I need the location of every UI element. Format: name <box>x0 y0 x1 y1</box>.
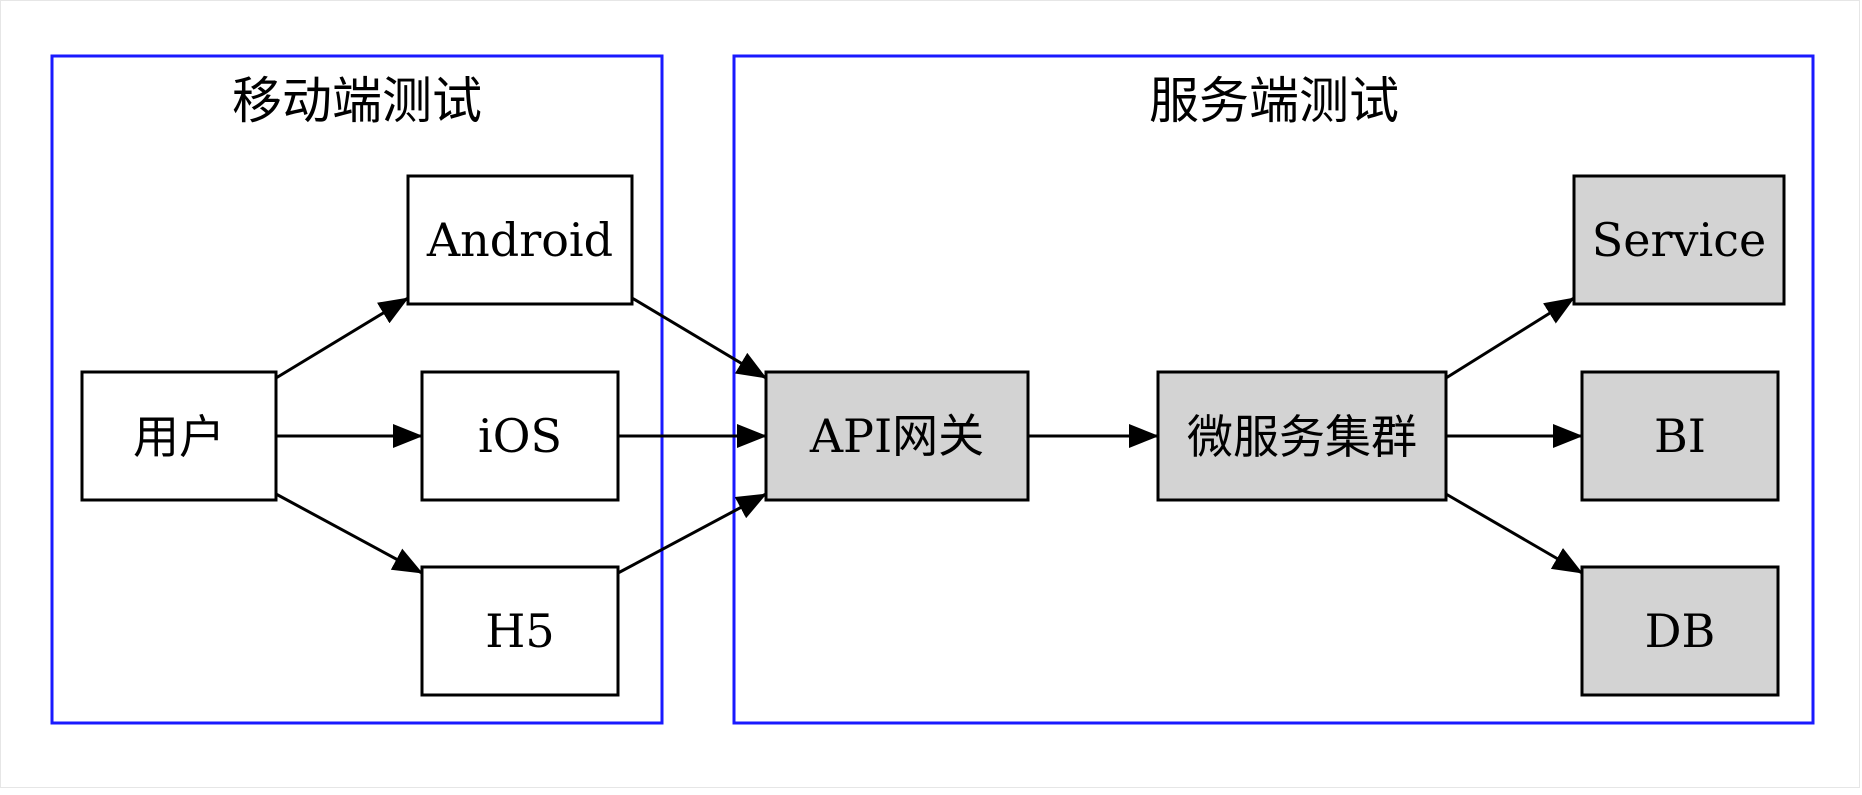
node-android: Android <box>406 174 634 306</box>
node-db-box <box>1580 565 1780 697</box>
edge-user-to-android <box>275 296 409 380</box>
node-microservices-box <box>1156 370 1448 502</box>
cluster-server-border <box>732 54 1815 725</box>
node-h5-box <box>420 565 620 697</box>
cluster-mobile-testing: 移动端测试 <box>50 54 664 725</box>
node-service: Service <box>1572 174 1786 306</box>
node-microservices-label: 微服务集群 <box>1187 410 1417 464</box>
edges <box>275 296 1583 575</box>
node-bi: BI <box>1580 370 1780 502</box>
node-user-box <box>80 370 278 502</box>
node-api-gateway: API网关 <box>764 370 1030 502</box>
edge-android-to-gateway <box>631 296 767 380</box>
node-ios: iOS <box>420 370 620 502</box>
node-service-label: Service <box>1592 213 1766 267</box>
node-bi-box <box>1580 370 1780 502</box>
node-service-box <box>1572 174 1786 306</box>
node-ios-box <box>420 370 620 502</box>
node-microservices: 微服务集群 <box>1156 370 1448 502</box>
node-api-gateway-label: API网关 <box>809 409 984 463</box>
edge-h5-to-gateway <box>617 492 767 575</box>
edge-microservices-to-service <box>1445 296 1575 380</box>
node-user: 用户 <box>80 370 278 502</box>
node-db: DB <box>1580 565 1780 697</box>
node-api-gateway-box <box>764 370 1030 502</box>
node-android-label: Android <box>426 213 613 267</box>
node-user-label: 用户 <box>133 410 225 464</box>
node-ios-label: iOS <box>478 409 562 463</box>
cluster-server-testing: 服务端测试 <box>732 54 1815 725</box>
cluster-mobile-label: 移动端测试 <box>232 72 482 130</box>
node-h5: H5 <box>420 565 620 697</box>
node-bi-label: BI <box>1654 409 1706 463</box>
cluster-server-label: 服务端测试 <box>1149 72 1399 130</box>
node-db-label: DB <box>1645 604 1716 658</box>
edge-user-to-h5 <box>275 492 423 575</box>
cluster-mobile-border <box>50 54 664 725</box>
edge-microservices-to-db <box>1445 492 1583 575</box>
node-android-box <box>406 174 634 306</box>
node-h5-label: H5 <box>485 604 554 658</box>
